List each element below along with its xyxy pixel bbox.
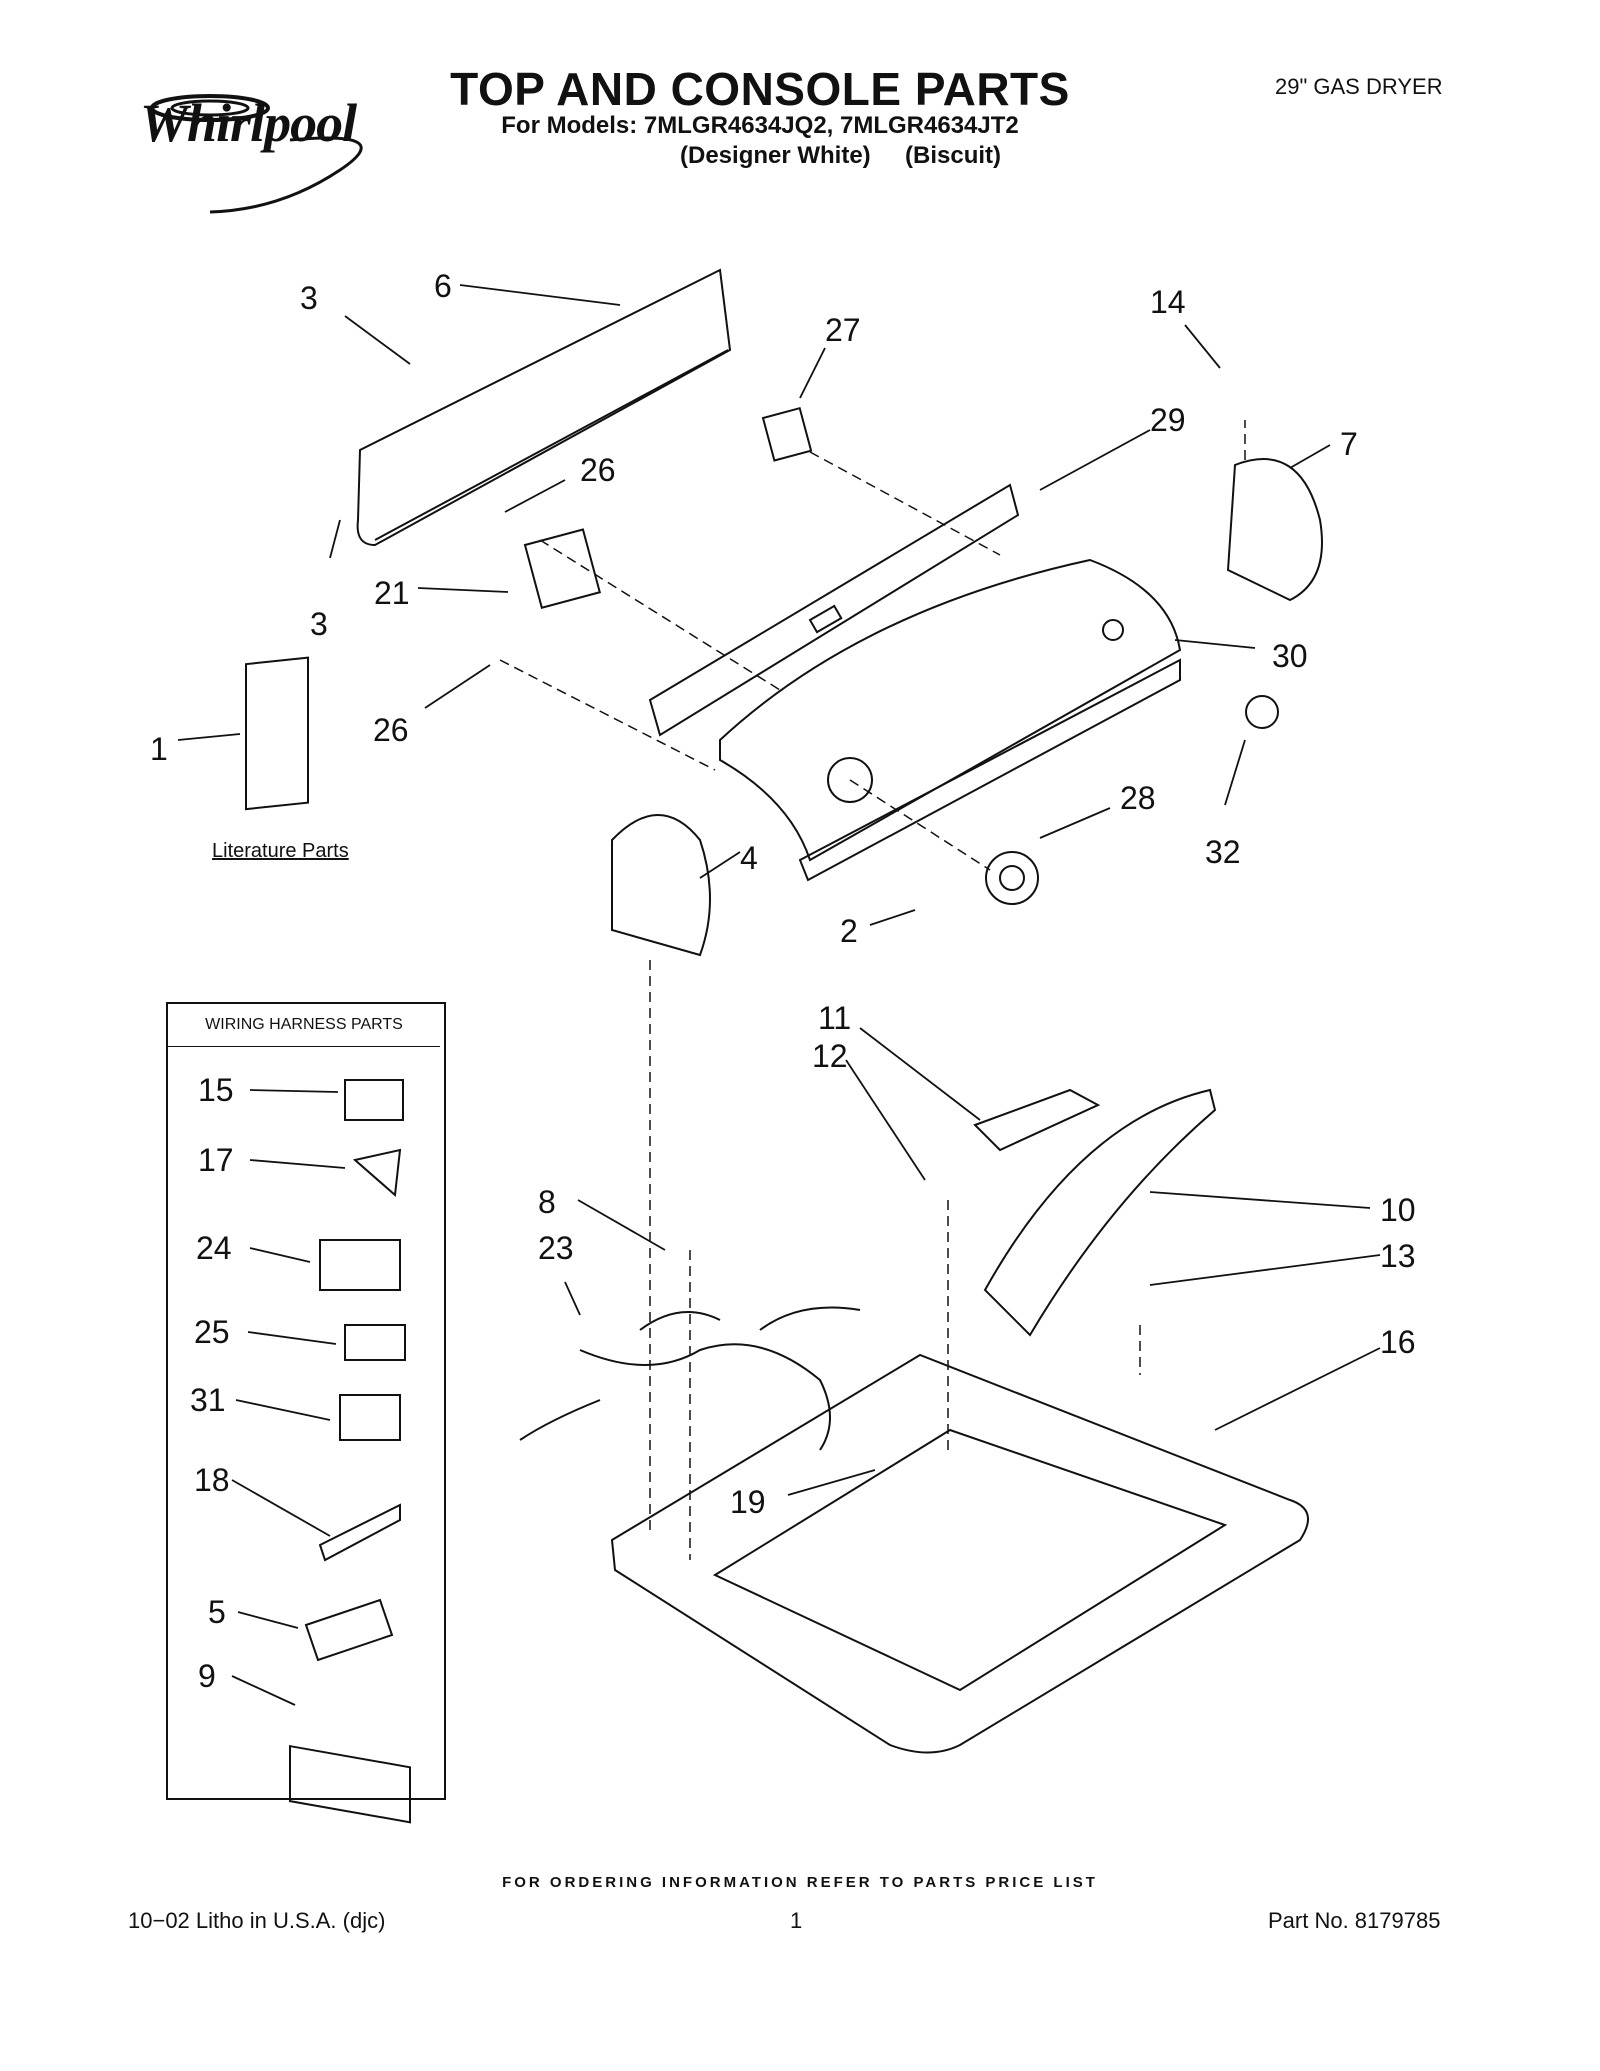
callout-31: 31 <box>190 1382 226 1418</box>
dashed-lines <box>499 420 1246 1560</box>
callout-2: 2 <box>840 913 858 949</box>
lint-screen-part <box>983 1088 1217 1337</box>
dryer-top-part <box>610 1353 1309 1754</box>
knob-part <box>985 851 1039 905</box>
connector-31 <box>339 1394 401 1441</box>
knob-opening <box>827 757 873 803</box>
wiring-harness-box <box>166 1002 446 1800</box>
callout-17: 17 <box>198 1142 234 1178</box>
callout-3-bottom: 3 <box>310 606 328 642</box>
timer-part <box>523 528 602 610</box>
callout-19: 19 <box>730 1484 766 1520</box>
callout-1: 1 <box>150 731 168 767</box>
callout-24: 24 <box>196 1230 232 1266</box>
logo-swirl <box>150 94 363 214</box>
page-title: TOP AND CONSOLE PARTS <box>450 63 1070 115</box>
models-line: For Models: 7MLGR4634JQ2, 7MLGR4634JT2 <box>501 112 1019 139</box>
callout-30: 30 <box>1272 638 1308 674</box>
callout-11: 11 <box>818 1000 852 1036</box>
callout-3-top: 3 <box>300 280 318 316</box>
harness-divider <box>168 1046 440 1047</box>
connector-15 <box>344 1079 404 1121</box>
part-number: Part No. 8179785 <box>1268 1908 1441 1933</box>
callout-26-top: 26 <box>580 452 616 488</box>
ordering-note: FOR ORDERING INFORMATION REFER TO PARTS … <box>502 1874 1098 1891</box>
leader-lines <box>177 284 1381 1706</box>
color-biscuit: (Biscuit) <box>905 142 1001 169</box>
callout-4: 4 <box>740 840 758 876</box>
callout-21: 21 <box>374 575 410 611</box>
callout-7: 7 <box>1340 426 1358 462</box>
callout-23: 23 <box>538 1230 574 1266</box>
callout-12: 12 <box>812 1038 848 1074</box>
whirlpool-logo: Whirlpool <box>140 93 357 153</box>
switch-part <box>761 406 813 462</box>
callout-6: 6 <box>434 268 452 304</box>
color-designer-white: (Designer White) <box>680 142 871 169</box>
console-panel-part <box>719 558 1182 862</box>
block-9 <box>289 1744 411 1824</box>
right-endcap-part <box>1226 458 1323 602</box>
connector-24 <box>319 1239 401 1291</box>
callout-29: 29 <box>1150 402 1186 438</box>
litho-note: 10−02 Litho in U.S.A. (djc) <box>128 1908 386 1933</box>
callout-32: 32 <box>1205 834 1241 870</box>
callout-14: 14 <box>1150 284 1186 320</box>
callout-10: 10 <box>1380 1192 1416 1228</box>
rear-panel-part <box>356 268 732 547</box>
callout-28: 28 <box>1120 780 1156 816</box>
connector-25 <box>344 1324 406 1361</box>
callout-5: 5 <box>208 1594 226 1630</box>
callout-9: 9 <box>198 1658 216 1694</box>
literature-parts-label: Literature Parts <box>212 840 349 862</box>
product-type: 29" GAS DRYER <box>1275 74 1443 99</box>
callout-8: 8 <box>538 1184 556 1220</box>
lint-cover-part <box>973 1088 1101 1152</box>
wiring-harness-part <box>519 1306 861 1451</box>
page-number: 1 <box>790 1908 803 1933</box>
callout-13: 13 <box>1380 1238 1416 1274</box>
console-bracket-part <box>648 483 1020 737</box>
callout-18: 18 <box>194 1462 230 1498</box>
left-endcap-part <box>611 814 711 957</box>
clip-17 <box>352 1148 402 1198</box>
button-part <box>1245 695 1279 729</box>
callout-26-bottom: 26 <box>373 712 409 748</box>
callout-15: 15 <box>198 1072 234 1108</box>
callout-25: 25 <box>194 1314 230 1350</box>
display-cutout <box>808 604 843 634</box>
literature-part <box>245 656 309 811</box>
callout-16: 16 <box>1380 1324 1416 1360</box>
wiring-harness-title: WIRING HARNESS PARTS <box>205 1016 403 1033</box>
terminal-18 <box>318 1503 401 1562</box>
connector-5 <box>304 1598 394 1662</box>
callout-27: 27 <box>825 312 861 348</box>
